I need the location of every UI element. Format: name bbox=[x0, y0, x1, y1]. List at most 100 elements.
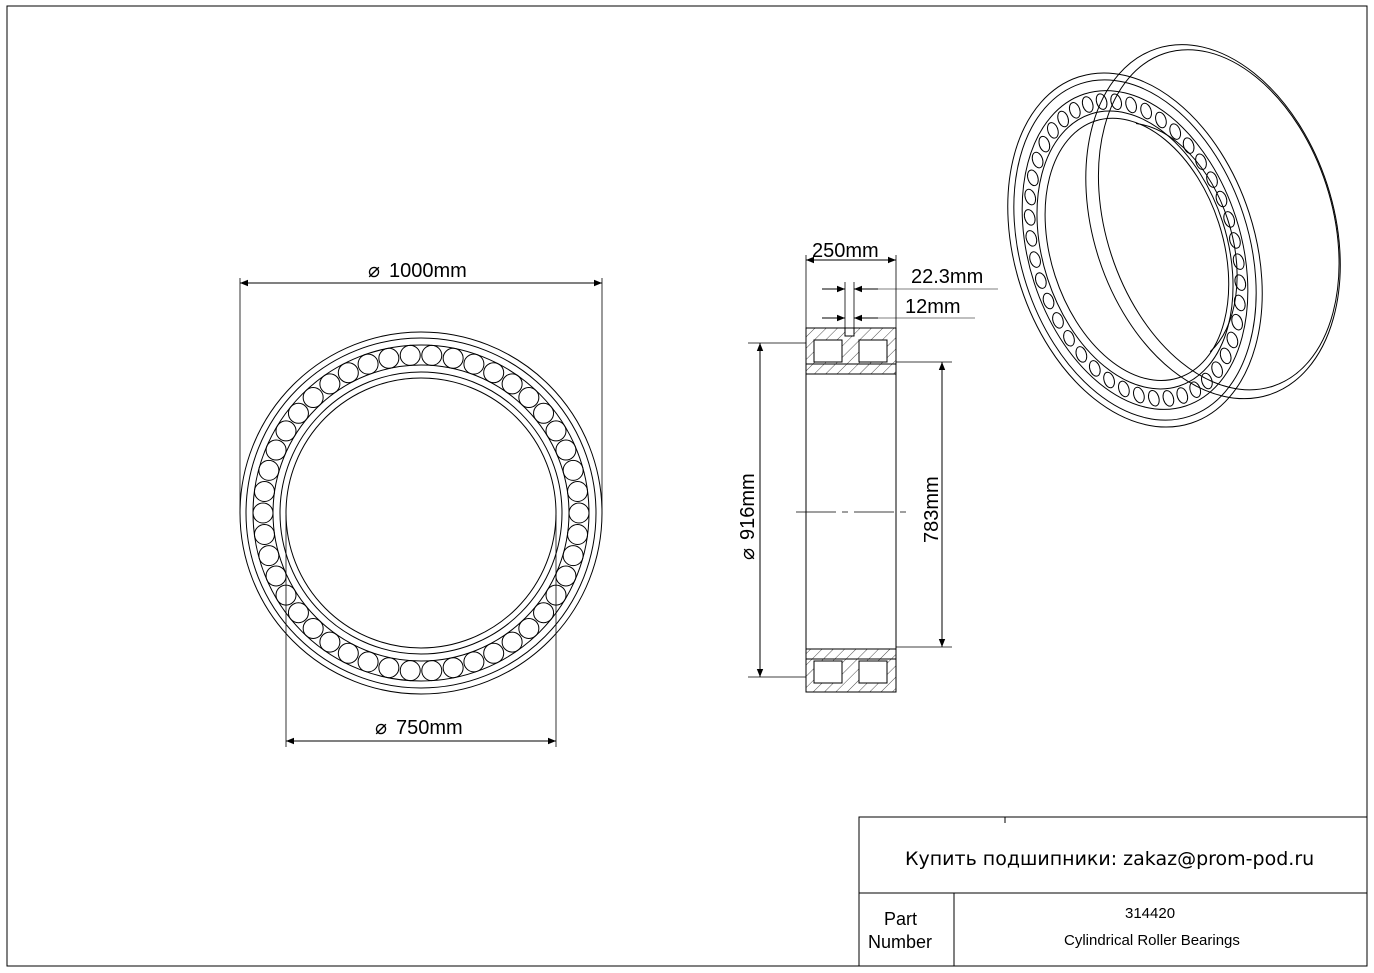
iso-roller bbox=[1133, 386, 1145, 404]
roller bbox=[533, 402, 555, 424]
roller bbox=[501, 631, 523, 653]
iso-roller bbox=[1147, 389, 1160, 407]
iso-roller bbox=[1155, 111, 1167, 129]
iso-roller bbox=[1057, 110, 1069, 128]
part-number: 314420 bbox=[1125, 905, 1175, 922]
iso-roller bbox=[1081, 96, 1094, 113]
inner-diameter-symbol: ⌀ bbox=[375, 717, 387, 739]
inner-diameter-label: 750mm bbox=[396, 717, 463, 739]
roller bbox=[337, 642, 359, 664]
pitch-diameter-dimension: ⌀ 916mm bbox=[737, 342, 806, 678]
pitch-diameter-symbol: ⌀ bbox=[737, 548, 759, 560]
roller bbox=[442, 347, 464, 369]
iso-roller bbox=[1088, 360, 1101, 377]
title-block-link[interactable]: Купить подшипники: zakaz@prom-pod.ru bbox=[905, 848, 1314, 870]
outer-ring-chamfer bbox=[245, 337, 597, 689]
iso-roller bbox=[1176, 387, 1189, 404]
roller bbox=[483, 642, 505, 664]
iso-roller bbox=[1103, 371, 1115, 389]
roller bbox=[568, 502, 590, 524]
inner-race bbox=[272, 364, 570, 662]
title-block bbox=[858, 816, 1368, 967]
iso-roller bbox=[1025, 230, 1038, 247]
iso-roller bbox=[1189, 381, 1202, 398]
roller bbox=[253, 524, 275, 546]
roller bbox=[518, 387, 540, 409]
iso-roller bbox=[1118, 380, 1130, 398]
iso-roller bbox=[1169, 123, 1182, 140]
iso-roller bbox=[1095, 93, 1108, 110]
roller bbox=[421, 660, 443, 682]
drawing-frame bbox=[6, 5, 1368, 967]
roller bbox=[518, 617, 540, 639]
roller bbox=[567, 480, 589, 502]
roller bbox=[252, 502, 274, 524]
iso-roller bbox=[1211, 361, 1223, 378]
bottom-roller-left bbox=[813, 660, 843, 684]
iso-roller bbox=[1215, 190, 1228, 208]
width-label: 250mm bbox=[812, 240, 879, 262]
iso-back-outer bbox=[1085, 44, 1341, 400]
front-view bbox=[239, 331, 603, 695]
pitch-diameter-label: 916mm bbox=[737, 473, 759, 540]
iso-roller bbox=[1047, 122, 1059, 139]
top-inner-ring-section bbox=[805, 363, 897, 375]
roller bbox=[258, 459, 280, 481]
iso-roller bbox=[1229, 232, 1241, 249]
iso-roller bbox=[1233, 294, 1246, 312]
iso-front-chamfer bbox=[1013, 79, 1257, 421]
roller bbox=[265, 439, 287, 461]
roller bbox=[258, 545, 280, 567]
iso-roller bbox=[1029, 251, 1041, 268]
outer-diameter-dimension: ⌀ 1000mm bbox=[239, 260, 603, 510]
iso-roller bbox=[1110, 93, 1123, 111]
roller bbox=[302, 387, 324, 409]
iso-outer-race bbox=[1021, 90, 1249, 410]
side-view bbox=[796, 327, 906, 693]
iso-roller bbox=[1068, 102, 1081, 119]
outer-diameter-symbol: ⌀ bbox=[368, 260, 380, 282]
iso-roller bbox=[1125, 96, 1137, 114]
bottom-roller-right bbox=[858, 660, 888, 684]
part-label-line1: Part bbox=[884, 909, 917, 929]
iso-inner-race bbox=[1036, 110, 1234, 390]
iso-roller bbox=[1031, 151, 1044, 169]
roller bbox=[567, 524, 589, 546]
roller bbox=[555, 439, 577, 461]
iso-bore-back bbox=[1135, 123, 1238, 353]
roller bbox=[442, 657, 464, 679]
roller bbox=[463, 353, 485, 375]
bore-diameter-dimension: 783mm bbox=[896, 361, 952, 648]
part-label-line2: Number bbox=[868, 932, 932, 952]
outer-ring-edge bbox=[239, 331, 603, 695]
iso-roller bbox=[1234, 274, 1247, 291]
inner-ring-edge bbox=[285, 377, 557, 649]
roller bbox=[265, 565, 287, 587]
iso-inner-edge bbox=[1044, 117, 1230, 381]
roller bbox=[421, 344, 443, 366]
roller bbox=[357, 353, 379, 375]
iso-roller bbox=[1162, 390, 1175, 407]
width-dimension: 250mm bbox=[805, 240, 897, 328]
iso-roller bbox=[1075, 346, 1088, 363]
top-groove bbox=[844, 327, 855, 337]
roller bbox=[287, 402, 309, 424]
roller bbox=[337, 362, 359, 384]
roller bbox=[533, 602, 555, 624]
groove-dimension: 22.3mm 12mm bbox=[822, 266, 998, 328]
roller bbox=[287, 602, 309, 624]
roller bbox=[319, 373, 341, 395]
bore-diameter-label: 783mm bbox=[921, 476, 943, 543]
roller bbox=[399, 344, 421, 366]
iso-roller bbox=[1052, 312, 1064, 329]
iso-roller bbox=[1024, 188, 1037, 206]
groove-width-label: 22.3mm bbox=[911, 266, 983, 288]
roller bbox=[545, 420, 567, 442]
roller bbox=[275, 420, 297, 442]
iso-roller-set bbox=[1023, 93, 1247, 407]
iso-roller bbox=[1182, 137, 1195, 154]
iso-roller bbox=[1140, 102, 1152, 120]
iso-roller bbox=[1063, 330, 1075, 347]
inner-diameter-dimension: ⌀ 750mm bbox=[285, 515, 557, 747]
